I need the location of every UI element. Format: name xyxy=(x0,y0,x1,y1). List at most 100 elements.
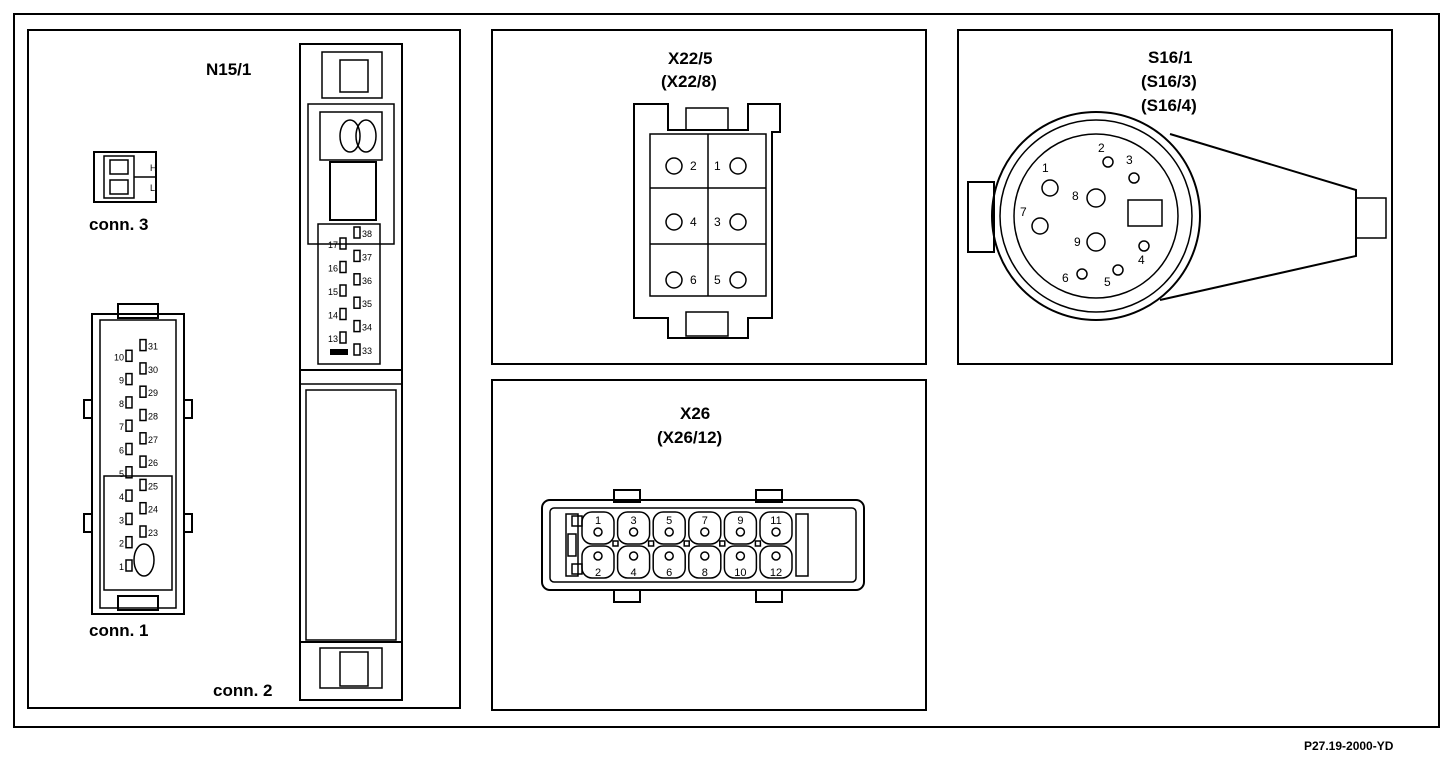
x22-subtitle: (X22/8) xyxy=(661,72,717,91)
conn1-pin-slot xyxy=(125,466,133,479)
conn1-pin-slot xyxy=(125,396,133,409)
conn3-pin-h: H xyxy=(150,163,157,173)
x26-pin-label: 8 xyxy=(702,567,708,579)
outer-frame xyxy=(13,13,1440,728)
conn2-pin-slot xyxy=(353,249,361,263)
conn2-pin-slot xyxy=(339,237,347,250)
x26-subtitle: (X26/12) xyxy=(657,428,722,447)
x22-pin-hole xyxy=(665,213,683,231)
conn2-pin-label: 17 xyxy=(328,240,338,250)
conn1-pin-label: 30 xyxy=(148,365,158,375)
s16-pin-hole xyxy=(1076,268,1088,280)
conn3-drawing: H L xyxy=(93,151,157,203)
conn1-pin-label: 3 xyxy=(119,515,124,525)
x22-pin-label: 6 xyxy=(690,273,697,287)
s16-title: S16/1 xyxy=(1148,48,1192,67)
conn2-pin-slot xyxy=(353,296,361,309)
conn1-pin-slot xyxy=(125,559,133,572)
x22-pin-hole xyxy=(729,271,747,289)
s16-pin-label: 8 xyxy=(1072,189,1079,203)
x26-cell-bottom xyxy=(652,545,686,579)
s16-connector-body xyxy=(967,111,1387,321)
conn1-pin-slot xyxy=(139,478,147,492)
conn2-pin-label: 37 xyxy=(362,252,372,262)
conn1-pin-slot xyxy=(139,408,147,422)
s16-pin-hole xyxy=(1102,156,1114,168)
s16-pin-hole xyxy=(1086,232,1106,252)
conn2-pin-slot xyxy=(339,260,347,274)
conn1-pin-slot xyxy=(125,512,133,526)
conn2-pin-slot xyxy=(339,331,347,344)
x26-pin-hole xyxy=(771,527,781,537)
x22-pin-label: 1 xyxy=(714,159,721,173)
conn2-pin-label: 38 xyxy=(362,229,372,239)
x26-pin-hole xyxy=(628,551,639,561)
x22-pin-label: 2 xyxy=(690,159,697,173)
conn1-pin-label: 29 xyxy=(148,388,158,398)
conn2-pin-slot xyxy=(339,307,347,321)
x26-key-dot xyxy=(683,540,690,547)
conn2-pin-label: 36 xyxy=(362,276,372,286)
conn1-pin-label: 27 xyxy=(148,435,158,445)
conn1-drawing xyxy=(83,303,193,615)
x26-key-dot xyxy=(719,540,726,547)
conn1-pin-label: 26 xyxy=(148,458,158,468)
x26-pin-label: 6 xyxy=(666,567,672,579)
x26-key-dot xyxy=(754,540,762,547)
x22-pin-label: 5 xyxy=(714,273,721,287)
conn2-pin-label: 13 xyxy=(328,334,338,344)
conn2-pin-label: 16 xyxy=(328,264,338,274)
s16-pin-label: 5 xyxy=(1104,275,1111,289)
conn1-pin-label: 24 xyxy=(148,505,158,515)
x26-pin-label: 7 xyxy=(702,515,708,527)
x26-pin-label: 12 xyxy=(770,567,782,579)
s16-pin-hole xyxy=(1086,188,1106,208)
conn1-pin-label: 4 xyxy=(119,492,124,502)
x26-pin-label: 11 xyxy=(770,515,781,527)
conn1-pin-label: 2 xyxy=(119,539,124,549)
x26-cell-bottom xyxy=(616,545,651,579)
conn1-pin-label: 10 xyxy=(114,352,124,362)
n15-title: N15/1 xyxy=(206,60,251,79)
x26-pin-label: 4 xyxy=(631,567,637,579)
s16-pin-hole xyxy=(1128,172,1140,184)
x26-pin-hole xyxy=(700,527,710,537)
x26-pin-hole xyxy=(735,527,746,537)
x22-pin-label: 3 xyxy=(714,215,721,229)
figure-reference: P27.19-2000-YD xyxy=(1304,739,1394,753)
x22-title: X22/5 xyxy=(668,49,712,68)
conn1-pin-slot xyxy=(139,385,147,398)
x22-pin-hole xyxy=(729,157,747,175)
s16-pin-label: 2 xyxy=(1098,141,1105,155)
conn1-pin-label: 1 xyxy=(119,562,124,572)
conn2-label: conn. 2 xyxy=(213,681,273,700)
conn2-key-mark xyxy=(330,349,348,355)
conn1-label: conn. 1 xyxy=(89,621,149,640)
s16-pin-label: 3 xyxy=(1126,153,1133,167)
conn1-pin-slot xyxy=(125,535,133,549)
x22-pin-label: 4 xyxy=(690,215,697,229)
x26-pin-label: 9 xyxy=(737,515,743,527)
x22-pin-hole xyxy=(665,157,683,175)
s16-pin-label: 9 xyxy=(1074,235,1081,249)
conn3-pin-l: L xyxy=(150,183,155,193)
conn2-pin-label: 15 xyxy=(328,287,338,297)
conn2-pin-slot xyxy=(353,226,361,239)
conn1-pin-label: 9 xyxy=(119,376,124,386)
x26-pin-hole xyxy=(735,551,746,561)
s16-pin-hole xyxy=(1041,179,1059,197)
x26-pin-label: 3 xyxy=(631,515,637,527)
panel-x22-5-border xyxy=(491,29,927,365)
x26-pin-hole xyxy=(664,527,674,537)
conn2-pin-slot xyxy=(353,343,361,356)
conn1-pin-label: 31 xyxy=(148,342,158,352)
conn2-pin-slot xyxy=(353,273,361,286)
x26-cell-top xyxy=(581,511,615,545)
s16-pin-label: 4 xyxy=(1138,253,1145,267)
panel-n15-1: N15/1 H L conn. 3 1234567891023242526272… xyxy=(27,29,461,709)
x26-cell-top xyxy=(723,511,758,545)
conn1-pin-slot xyxy=(139,432,147,445)
conn1-pin-slot xyxy=(139,455,147,468)
